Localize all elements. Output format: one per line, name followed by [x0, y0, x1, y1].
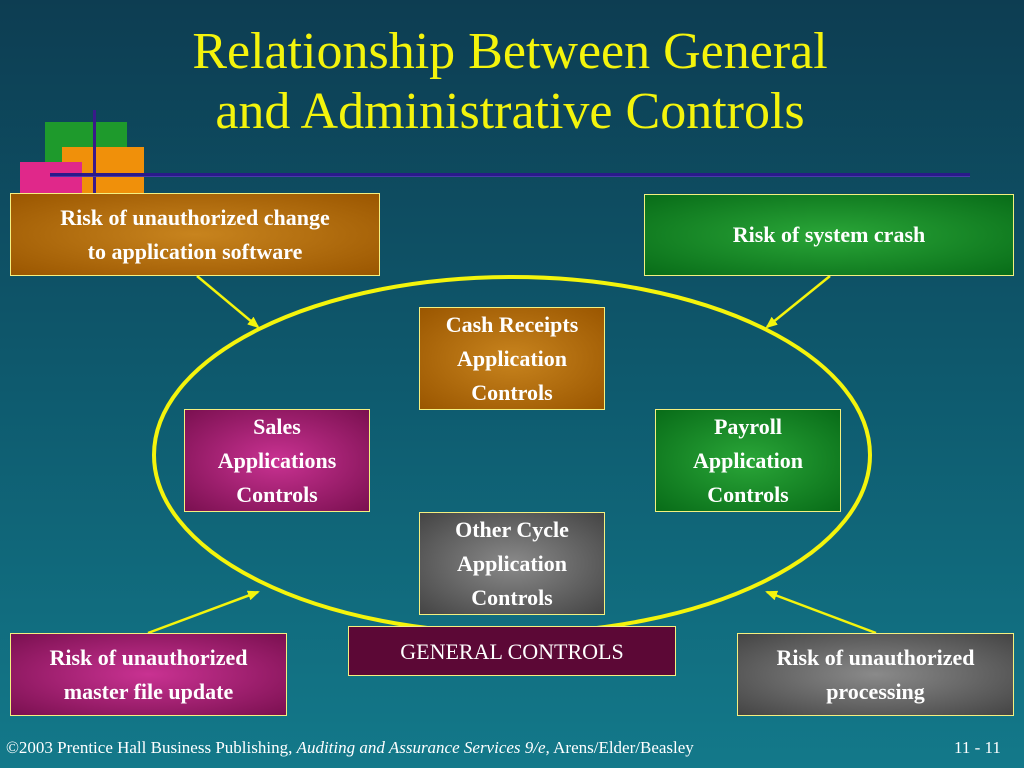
decorative-magenta-square: [20, 162, 82, 194]
risk-processing-line-2: processing: [826, 678, 925, 704]
sales-box: Sales Applications Controls: [184, 409, 370, 512]
risk-system-crash-box: Risk of system crash: [644, 194, 1014, 276]
payroll-line-1: Payroll: [713, 413, 783, 439]
arrow-software-change: [196, 275, 260, 329]
risk-software-change-box: Risk of unauthorized change to applicati…: [10, 193, 380, 276]
title-line-1: Relationship Between General: [192, 23, 828, 80]
sales-line-1: Sales: [253, 413, 301, 439]
footer-book-title: Auditing and Assurance Services 9/e,: [296, 738, 550, 757]
footer-copyright: ©2003 Prentice Hall Business Publishing,: [6, 738, 297, 757]
cash-receipts-box: Cash Receipts Application Controls: [419, 307, 605, 410]
sales-line-3: Controls: [236, 481, 318, 507]
sales-line-2: Applications: [217, 447, 337, 473]
title-line-2: and Administrative Controls: [215, 83, 805, 140]
risk-processing-box: Risk of unauthorized processing: [737, 633, 1014, 716]
arrow-processing: [765, 590, 877, 635]
footer-citation: ©2003 Prentice Hall Business Publishing,…: [6, 738, 694, 758]
decorative-vertical-line: [93, 110, 96, 194]
cash-receipts-line-2: Application: [456, 345, 567, 371]
risk-master-file-line-1: Risk of unauthorized: [49, 644, 248, 670]
risk-system-crash-label: Risk of system crash: [732, 222, 926, 247]
arrow-master-file: [147, 590, 260, 635]
cash-receipts-line-1: Cash Receipts: [445, 311, 579, 337]
slide-title: Relationship Between General and Adminis…: [100, 22, 920, 142]
arrow-system-crash: [765, 275, 831, 329]
footer-page-number: 11 - 11: [954, 738, 1001, 757]
payroll-line-3: Controls: [707, 481, 789, 507]
other-cycle-line-1: Other Cycle: [455, 516, 569, 542]
payroll-box: Payroll Application Controls: [655, 409, 841, 512]
other-cycle-line-2: Application: [456, 550, 568, 576]
cash-receipts-line-3: Controls: [471, 379, 553, 405]
title-underline: [50, 173, 970, 176]
risk-software-change-line-1: Risk of unauthorized change: [60, 204, 330, 230]
risk-master-file-box: Risk of unauthorized master file update: [10, 633, 287, 716]
risk-software-change-line-2: to application software: [87, 238, 303, 264]
other-cycle-line-3: Controls: [471, 584, 553, 610]
risk-processing-line-1: Risk of unauthorized: [776, 644, 975, 670]
footer-authors: Arens/Elder/Beasley: [549, 738, 694, 757]
other-cycle-box: Other Cycle Application Controls: [419, 512, 605, 615]
general-controls-box: GENERAL CONTROLS: [348, 626, 676, 676]
risk-master-file-line-2: master file update: [63, 678, 234, 704]
payroll-line-2: Application: [692, 447, 804, 473]
